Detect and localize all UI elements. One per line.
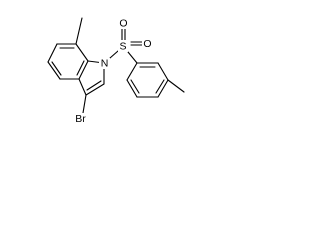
benzene-ring-indole: [47, 43, 89, 80]
atom-oxygen-right: O: [143, 38, 151, 50]
bond-c4-c5: [47, 61, 61, 80]
bond-c2-c3: [85, 83, 105, 96]
double-bond-c3-c4-aryl-inner: [155, 79, 165, 94]
molecule-structure: N S O O Br: [47, 17, 185, 125]
atom-oxygen-top: O: [119, 17, 127, 29]
atom-sulfur: S: [119, 40, 126, 52]
bond-c5-c6: [47, 43, 58, 63]
tolyl-ring: [126, 62, 169, 98]
methyl-bond-para: [167, 79, 185, 93]
double-bond-c5-c6-aryl-inner: [130, 79, 140, 94]
bond-c3-c4-aryl: [157, 79, 169, 98]
bond-c2-c3-aryl: [157, 62, 169, 81]
atom-nitrogen: N: [101, 57, 109, 69]
atom-bromine: Br: [75, 113, 86, 125]
bond-c3-br: [82, 94, 87, 114]
bond-c3-c3a: [78, 78, 87, 96]
double-bond-c7a-c3a-inner: [76, 60, 85, 76]
pyrrole-ring: [78, 60, 105, 96]
bond-c6-c1-aryl: [126, 62, 138, 81]
double-bond-c4-c5-inner: [51, 61, 62, 76]
bond-c7a-c3a: [78, 60, 89, 80]
bond-c5-c6-aryl: [126, 79, 138, 98]
double-bond-c2-c3-inner: [86, 80, 102, 91]
bond-n1-s: [109, 50, 119, 59]
bond-s-c1-aryl: [127, 51, 138, 64]
bond-c7-c7a: [75, 43, 89, 62]
methyl-bond-c7: [75, 17, 83, 45]
